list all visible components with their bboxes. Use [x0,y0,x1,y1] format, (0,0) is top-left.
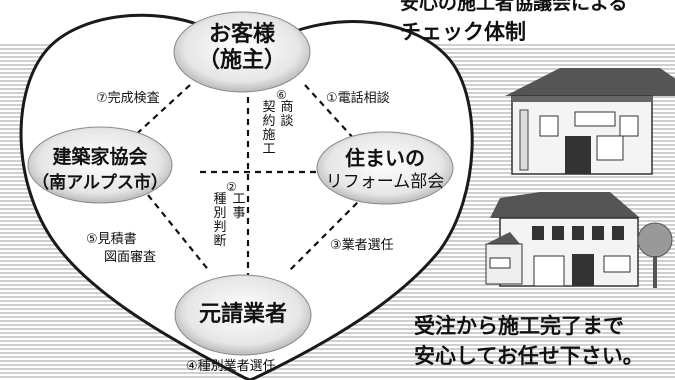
diagram-title: チェック体制 [400,20,526,44]
reform-label: 住まいの [345,146,425,170]
association-label: 建築家協会 [52,146,148,168]
reform-oval [316,131,454,205]
client-node: お客様 （施主） [174,22,310,74]
step-1-completion-inspection: ⑦完成検査 [96,91,160,106]
contractor-oval [174,274,312,356]
step-6-col1: 商談 [280,100,294,129]
message-line2: 安心してお任せ下さい。 [414,344,644,368]
client-sub-label: （施主） [197,48,286,73]
step-2-number: ② [226,180,237,194]
step-1-phone-consult: ①電話相談 [326,91,390,106]
step-6-col2: 契約施工 [262,100,276,157]
step-3-contractor-selection: ③業者選任 [330,238,394,253]
connection-lines [129,75,366,280]
heart-shape [19,13,474,380]
association-sub-label: （南アルプス市） [32,173,168,193]
title-partial: 安心の施工者協議会による [400,0,628,14]
reform-sub-label: リフォーム部会 [325,172,445,192]
house-illustration-upper [505,68,675,175]
association-oval [27,126,173,204]
reform-node: 住まいの リフォーム部会 [310,146,460,194]
contractor-label: 元請業者 [198,302,287,327]
step-6-number: ⑥ [276,88,287,102]
house-illustration-lower [485,192,673,288]
step-2-col2: 種別判断 [213,192,227,249]
step-4-trade-contractor-selection: ④種別業者選任 [186,359,276,374]
client-label: お客様 [208,22,275,47]
step-2-col1: 工事 [232,192,246,221]
message-line1: 受注から施工完了まで [414,314,624,338]
step-5-line2: 図面審査 [104,250,157,265]
association-node: 建築家協会 （南アルプス市） [22,144,178,196]
client-oval [173,11,311,93]
step-5-line1: ⑤見積書 [86,232,137,247]
